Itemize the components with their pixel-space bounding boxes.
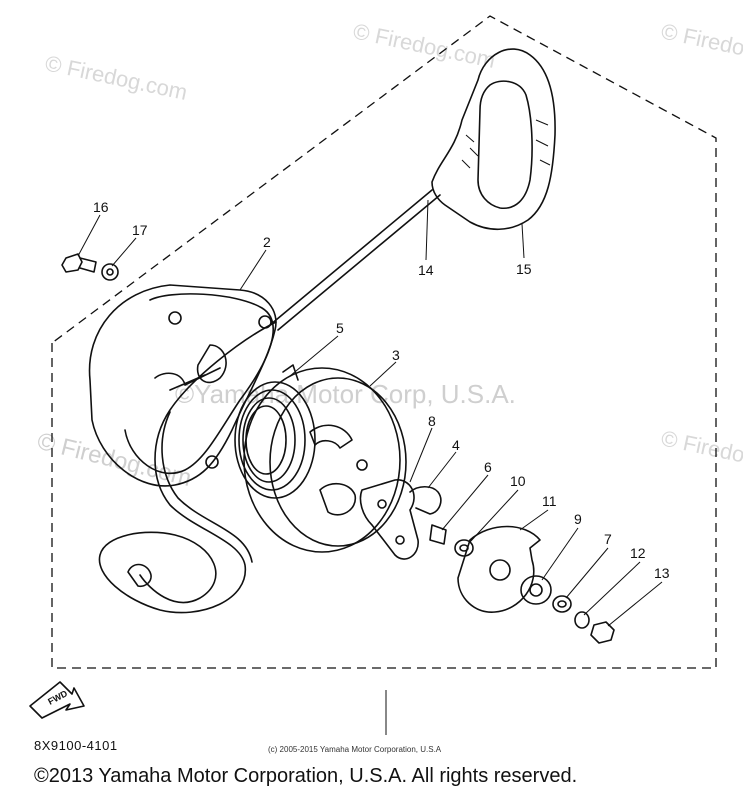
ratchet xyxy=(359,479,419,560)
callout-numbers: 16 17 2 5 3 8 4 6 10 11 9 7 12 13 14 15 xyxy=(93,199,670,581)
callout-3: 3 xyxy=(392,347,400,363)
callout-14: 14 xyxy=(418,262,434,278)
fwd-arrow-icon: FWD xyxy=(29,681,85,719)
starter-handle xyxy=(431,48,556,231)
bolt-washer xyxy=(101,263,119,281)
watermark-firedog: © Firedog.com xyxy=(659,18,743,73)
watermark-layer: © Firedog.com © Firedog.com © Firedog.co… xyxy=(35,18,743,492)
nut xyxy=(590,621,615,644)
watermark-firedog-dark: © Firedog.com xyxy=(35,428,195,492)
starter-case xyxy=(88,284,277,487)
callout-2: 2 xyxy=(263,234,271,250)
callout-11: 11 xyxy=(542,493,557,509)
watermark-yamaha: ©Yamaha Motor Corp, U.S.A. xyxy=(175,379,516,409)
callout-17: 17 xyxy=(132,222,148,238)
bolt xyxy=(61,253,97,273)
callout-12: 12 xyxy=(630,545,646,561)
callout-5: 5 xyxy=(336,320,344,336)
plain-washer xyxy=(552,595,572,613)
ratchet-pin xyxy=(429,524,447,545)
washer xyxy=(454,539,474,557)
case-bolt-hole xyxy=(205,455,219,469)
callout-16: 16 xyxy=(93,199,109,215)
watermark-firedog: © Firedog.com xyxy=(43,50,190,105)
diagram-code: 8X9100-4101 xyxy=(34,738,118,753)
friction-washer xyxy=(520,575,552,605)
ratchet-spring xyxy=(409,485,442,515)
callout-4: 4 xyxy=(452,437,460,453)
callout-10: 10 xyxy=(510,473,526,489)
ratchet-guide xyxy=(457,525,541,613)
callout-15: 15 xyxy=(516,261,532,277)
starter-rope xyxy=(98,189,441,614)
watermark-firedog: © Firedog.com xyxy=(659,425,743,480)
leader-lines xyxy=(77,199,663,735)
starter-pulley xyxy=(243,367,407,553)
callout-7: 7 xyxy=(604,531,612,547)
callout-6: 6 xyxy=(484,459,492,475)
case-bolt-hole xyxy=(168,311,182,325)
case-bolt-hole xyxy=(258,315,272,329)
callout-9: 9 xyxy=(574,511,582,527)
assembly-boundary xyxy=(51,15,717,669)
copyright-notice: ©2013 Yamaha Motor Corporation, U.S.A. A… xyxy=(34,765,578,787)
spring-washer xyxy=(574,611,590,629)
callout-8: 8 xyxy=(428,413,436,429)
small-copyright: (c) 2005-2015 Yamaha Motor Corporation, … xyxy=(268,745,442,754)
callout-13: 13 xyxy=(654,565,670,581)
